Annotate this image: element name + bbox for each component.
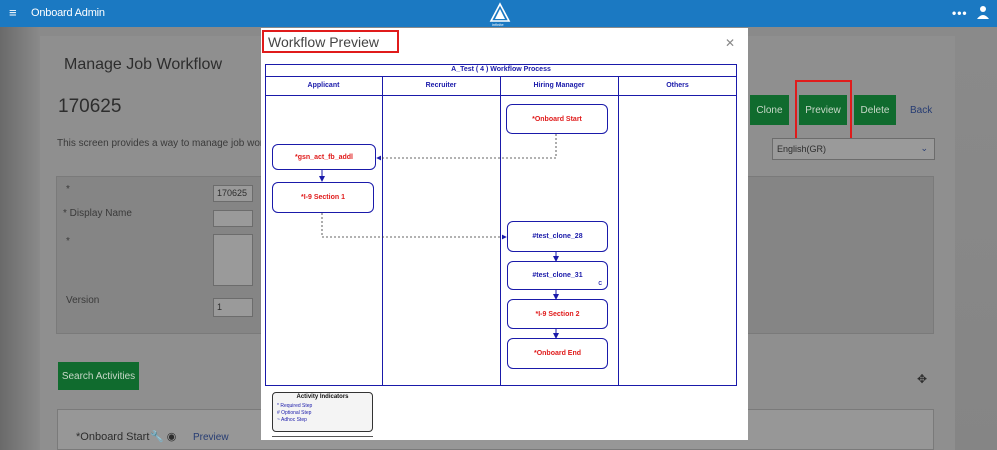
lane-header-applicant: Applicant xyxy=(265,77,382,96)
activity-indicators-legend xyxy=(272,392,373,432)
connector-start-to-gsn xyxy=(376,134,557,161)
node-i9-section-2[interactable]: *I-9 Section 2 xyxy=(507,299,608,329)
lane-header-hiring-manager: Hiring Manager xyxy=(500,77,618,96)
chevron-down-icon: ⌄ xyxy=(920,143,928,153)
app-title: Onboard Admin xyxy=(31,7,105,19)
move-icon[interactable]: ✥ xyxy=(917,372,928,386)
version-field[interactable]: 1 xyxy=(213,298,253,317)
legend-title: Activity Indicators xyxy=(296,394,349,400)
legend-required: * Required Step xyxy=(277,403,313,409)
modal-title: Workflow Preview xyxy=(262,30,399,53)
delete-button[interactable]: Delete xyxy=(854,95,896,125)
workflow-preview-modal xyxy=(261,28,748,440)
lane-divider xyxy=(500,77,501,386)
preview-button[interactable]: Preview xyxy=(799,95,847,125)
connector-i9-to-clone28 xyxy=(321,213,507,240)
activity-preview-link[interactable]: Preview xyxy=(193,432,229,443)
lane-header-others: Others xyxy=(618,77,737,96)
display-name-field[interactable] xyxy=(213,210,253,227)
id-field[interactable]: 170625 xyxy=(213,185,253,202)
node-i9-section-1[interactable]: *I-9 Section 1 xyxy=(272,182,374,213)
required-mark-id: * xyxy=(66,184,70,195)
more-options-icon[interactable]: ••• xyxy=(952,6,968,20)
wrench-icon[interactable]: 🔧 ◉ xyxy=(150,431,177,443)
node-test-clone-28[interactable]: #test_clone_28 xyxy=(507,221,608,252)
close-icon[interactable]: ✕ xyxy=(725,36,736,50)
version-label: Version xyxy=(66,295,100,306)
node-onboard-end[interactable]: *Onboard End xyxy=(507,338,608,369)
brand-logo-icon xyxy=(489,2,511,22)
background-image-strip xyxy=(0,27,40,450)
node-test-clone-31-tag: C xyxy=(598,281,602,287)
lane-header-recruiter: Recruiter xyxy=(382,77,500,96)
required-mark-description: * xyxy=(66,236,70,247)
hamburger-menu-icon[interactable]: ≡ xyxy=(9,5,17,20)
display-name-label: * Display Name xyxy=(63,208,132,219)
diagram-title: A_Test ( 4 ) Workflow Process xyxy=(265,64,737,77)
back-link[interactable]: Back xyxy=(910,105,933,116)
legend-adhoc: ~ Adhoc Step xyxy=(277,417,307,423)
brand-logo-text: infinite xyxy=(492,22,504,27)
user-icon[interactable] xyxy=(977,5,989,19)
top-bar: ≡ Onboard Admin infinite ••• xyxy=(0,0,997,27)
workflow-diagram xyxy=(265,64,737,386)
node-gsn-act-fb-addl[interactable]: *gsn_act_fb_addl xyxy=(272,144,376,170)
legend-divider xyxy=(272,436,373,437)
language-select-value: English(GR) xyxy=(777,144,827,154)
description-field[interactable] xyxy=(213,234,253,286)
page-description: This screen provides a way to manage job… xyxy=(57,138,262,149)
activity-label: *Onboard Start xyxy=(76,431,150,443)
lane-divider xyxy=(382,77,383,386)
workflow-id: 170625 xyxy=(58,96,122,117)
clone-button[interactable]: Clone xyxy=(750,95,789,125)
node-test-clone-31-label: #test_clone_31 xyxy=(532,272,583,279)
page-heading: Manage Job Workflow xyxy=(64,56,222,73)
node-test-clone-31[interactable]: #test_clone_31 C xyxy=(507,261,608,290)
search-activities-button[interactable]: Search Activities xyxy=(58,362,139,390)
language-select[interactable]: English(GR) ⌄ xyxy=(772,138,935,160)
node-onboard-start[interactable]: *Onboard Start xyxy=(506,104,608,134)
lane-divider xyxy=(618,77,619,386)
legend-optional: # Optional Step xyxy=(277,410,312,416)
